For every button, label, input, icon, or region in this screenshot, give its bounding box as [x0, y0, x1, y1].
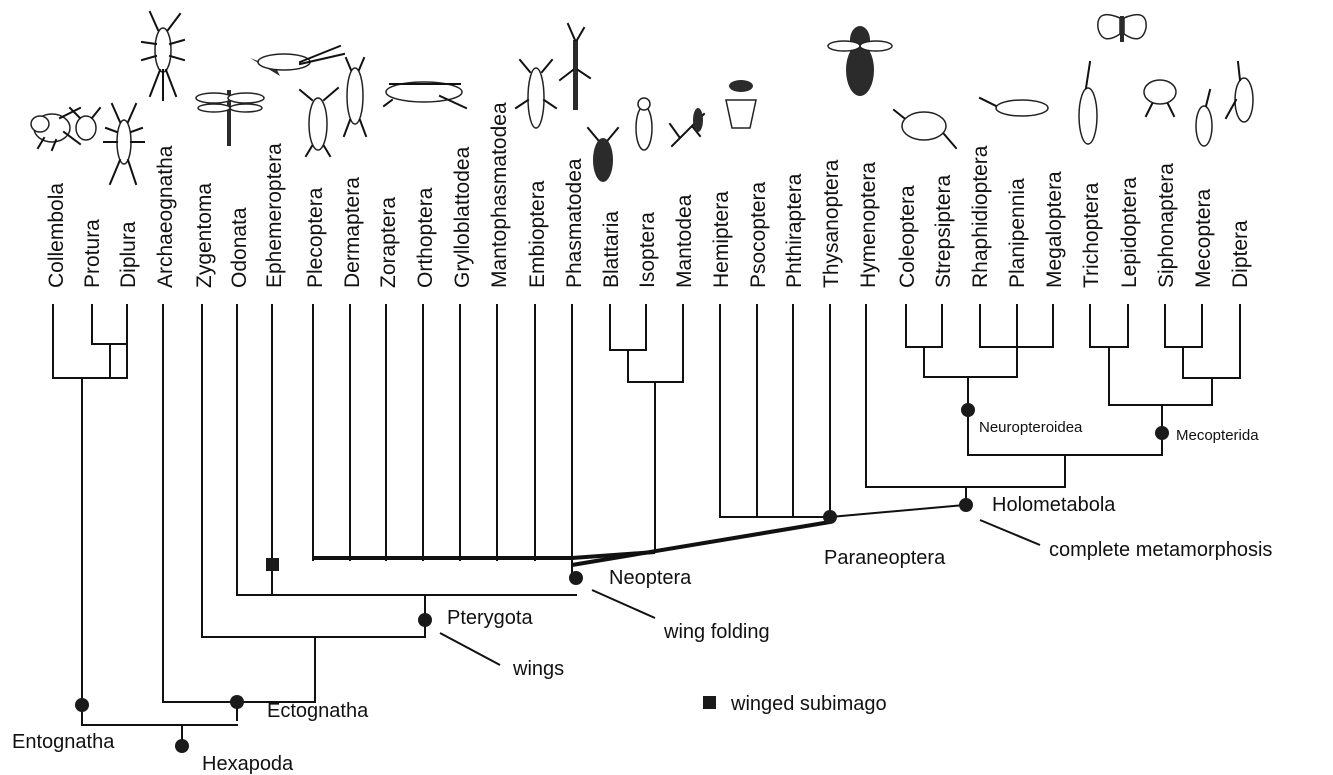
beetle-icon	[894, 110, 956, 148]
cockroach-icon	[588, 128, 618, 182]
wasp-icon	[828, 26, 892, 96]
earwig-icon	[344, 58, 366, 136]
annotation-wing-folding: wing folding	[663, 621, 770, 643]
taxon-label: Hymenoptera	[857, 162, 880, 288]
taxon-label: Thysanoptera	[820, 159, 843, 288]
annotation-complete-metamorphosis: complete metamorphosis	[1049, 539, 1272, 561]
legend-marker-square	[703, 696, 716, 709]
taxon-label: Diptera	[1229, 220, 1252, 288]
taxon-label: Archaeognatha	[154, 145, 177, 288]
legend-label: winged subimago	[730, 693, 887, 715]
taxon-label: Siphonaptera	[1155, 163, 1178, 288]
taxon-label: Dermaptera	[341, 177, 364, 288]
node-hexapoda	[175, 739, 189, 753]
clade-label-pterygota: Pterygota	[447, 607, 533, 629]
taxon-label: Phasmatodea	[563, 158, 586, 288]
node-pterygota	[418, 613, 432, 627]
winged-subimago-marker	[266, 558, 279, 571]
taxon-label: Phthiraptera	[783, 173, 806, 288]
taxon-label: Zoraptera	[377, 197, 400, 288]
taxon-label: Embioptera	[526, 180, 549, 288]
node-neuropteroidea	[961, 403, 975, 417]
node-neoptera	[569, 571, 583, 585]
taxon-label: Protura	[81, 219, 104, 288]
caddisfly-icon	[1079, 62, 1097, 144]
tree-branches	[53, 305, 1240, 748]
taxon-label: Hemiptera	[710, 191, 733, 288]
dragonfly-icon	[196, 90, 264, 146]
taxon-label: Collembola	[45, 183, 68, 288]
taxon-label: Coleoptera	[896, 185, 919, 288]
clade-label-ectognatha: Ectognatha	[267, 700, 369, 722]
taxon-label: Plecoptera	[304, 187, 327, 288]
taxon-label: Psocoptera	[747, 181, 770, 288]
termite-icon	[636, 98, 652, 150]
taxon-label: Zygentoma	[193, 183, 216, 288]
bristletail-icon	[142, 12, 184, 100]
insect-illustrations	[31, 12, 1253, 184]
clade-label-hexapoda: Hexapoda	[202, 753, 294, 775]
taxon-label: Trichoptera	[1080, 182, 1103, 288]
cicada-icon	[726, 80, 756, 128]
annotation-wings: wings	[512, 658, 564, 680]
stonefly-icon	[300, 88, 338, 156]
clade-label-mecopterida: Mecopterida	[1176, 427, 1259, 444]
mayfly-icon	[250, 46, 344, 76]
taxon-label: Megaloptera	[1043, 171, 1066, 288]
taxon-label: Ephemeroptera	[263, 143, 286, 288]
node-holometabola	[959, 498, 973, 512]
taxon-label: Grylloblattodea	[451, 146, 474, 288]
flea-icon	[1144, 80, 1176, 116]
taxon-label: Orthoptera	[414, 187, 437, 288]
node-mecopterida	[1155, 426, 1169, 440]
stick-insect-icon	[560, 24, 590, 110]
taxon-label: Rhaphidioptera	[969, 145, 992, 288]
taxon-label: Blattaria	[600, 211, 623, 288]
annotation-arrows	[440, 520, 1040, 665]
mantis-icon	[670, 108, 704, 146]
grasshopper-icon	[384, 82, 466, 108]
taxon-label: Isoptera	[636, 212, 659, 288]
clade-label-entognatha: Entognatha	[12, 731, 115, 753]
taxon-label: Planipennia	[1006, 178, 1029, 288]
node-entognatha	[75, 698, 89, 712]
taxon-label: Mecoptera	[1192, 188, 1215, 288]
clade-label-neuropteroidea: Neuropteroidea	[979, 419, 1083, 436]
webspinner-icon	[516, 60, 556, 128]
clade-label-paraneoptera: Paraneoptera	[824, 547, 946, 569]
taxon-label: Odonata	[228, 207, 251, 288]
butterfly-icon	[1098, 15, 1146, 42]
clade-label-neoptera: Neoptera	[609, 567, 692, 589]
scorpionfly-icon	[1196, 90, 1212, 146]
taxon-label: Diplura	[117, 221, 140, 288]
taxon-label: Mantophasmatodea	[488, 102, 511, 288]
taxon-label: Mantodea	[673, 194, 696, 288]
lacewing-icon	[980, 98, 1048, 116]
legend: winged subimago	[703, 693, 887, 715]
dipluran-icon	[104, 104, 144, 184]
fly-icon	[1226, 62, 1253, 122]
node-paraneoptera	[823, 510, 837, 524]
clade-label-holometabola: Holometabola	[992, 494, 1116, 516]
taxon-label: Strepsiptera	[932, 174, 955, 288]
node-ectognatha	[230, 695, 244, 709]
proturan-icon	[70, 108, 100, 140]
taxon-label: Lepidoptera	[1118, 177, 1141, 288]
springtail-icon	[31, 108, 80, 150]
